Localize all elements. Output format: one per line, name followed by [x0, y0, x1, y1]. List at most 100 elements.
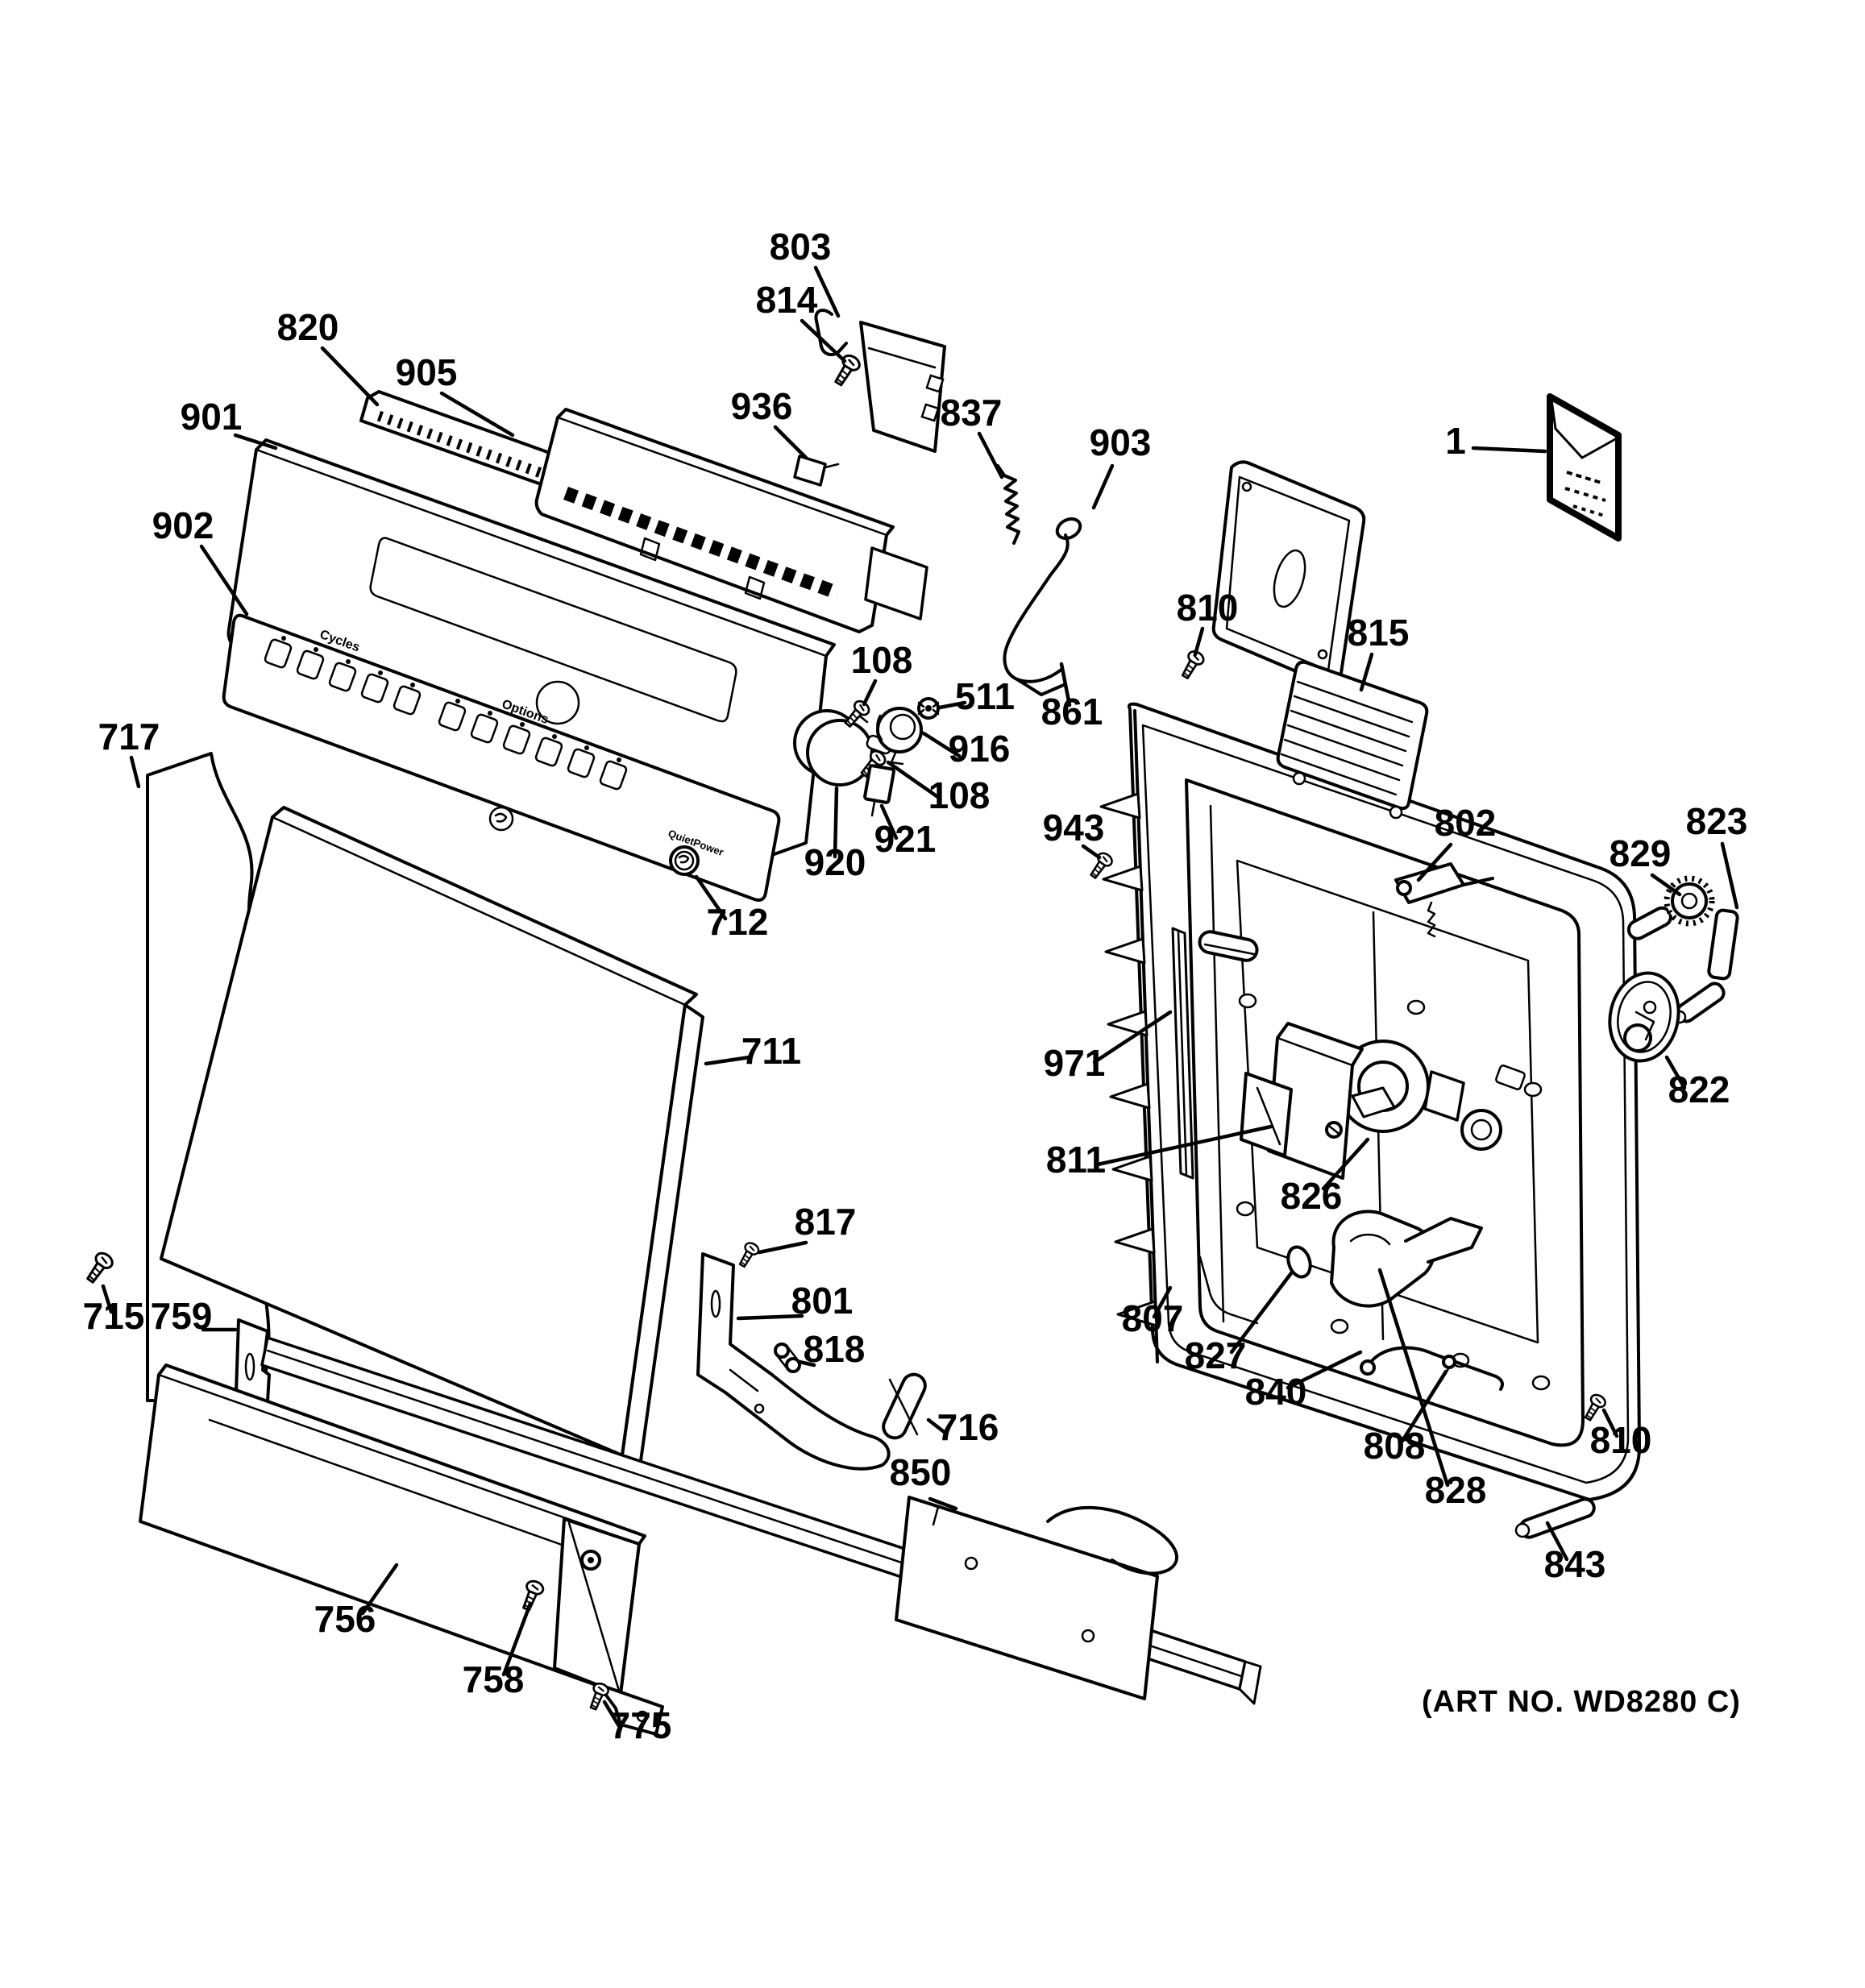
leader-716: [926, 1417, 949, 1436]
leader-802: [1416, 842, 1453, 882]
lever-823: [1672, 908, 1739, 1024]
callout-802: 802: [1435, 802, 1497, 844]
screw-810-top-icon: [1177, 647, 1207, 683]
clip-818: [774, 1343, 801, 1373]
callout-840: 840: [1245, 1371, 1307, 1413]
leader-108-top: [862, 679, 878, 707]
leader-828: [1377, 1268, 1450, 1488]
callout-828: 828: [1425, 1469, 1487, 1511]
leader-717: [129, 755, 141, 789]
door-latch-802: [1394, 862, 1494, 938]
leader-902: [199, 544, 249, 616]
callout-827: 827: [1185, 1334, 1247, 1376]
callout-829: 829: [1610, 832, 1672, 874]
leader-850: [928, 1496, 958, 1511]
switch-936: [793, 454, 840, 487]
callout-758: 758: [463, 1658, 525, 1700]
latch-keeper-828: [1330, 1210, 1483, 1308]
cover-plate-903: [1211, 460, 1366, 688]
callout-1: 1: [1445, 420, 1466, 462]
callout-817: 817: [795, 1201, 857, 1243]
callout-803: 803: [770, 226, 832, 268]
leader-826: [1321, 1137, 1370, 1191]
leader-936: [773, 425, 808, 460]
callout-861: 861: [1041, 691, 1103, 733]
callout-943: 943: [1043, 807, 1105, 849]
leader-921: [879, 803, 899, 840]
vent-grille-815: [1276, 660, 1429, 820]
leader-715: [101, 1284, 114, 1314]
control-module-905: [534, 408, 928, 633]
control-panel-902: Cycles Options QuietPower: [222, 613, 781, 902]
callout-756: 756: [314, 1598, 376, 1640]
wire-link-840: [1360, 1346, 1504, 1391]
door-front-panel-711: [160, 806, 704, 1468]
callout-715: 715: [83, 1295, 145, 1337]
leader-756: [360, 1563, 399, 1616]
callout-711: 711: [741, 1030, 801, 1072]
spring-837: [996, 464, 1020, 545]
leader-822: [1664, 1055, 1687, 1090]
callout-903: 903: [1090, 421, 1152, 463]
envelope-part: [1547, 393, 1622, 542]
bumper-716: [882, 1372, 927, 1440]
leader-920: [833, 786, 839, 859]
cycles-buttons: [264, 636, 422, 716]
callout-717: 717: [98, 716, 160, 757]
leader-511: [937, 700, 967, 710]
leader-815: [1359, 652, 1374, 692]
callout-920: 920: [804, 841, 866, 883]
leader-807: [1152, 1285, 1173, 1319]
ge-emblem-712: [669, 845, 700, 876]
access-panel-756: [139, 1363, 664, 1736]
leader-916: [921, 731, 962, 758]
leader-820: [320, 346, 380, 407]
detergent-dispenser-826: [1240, 1022, 1396, 1180]
callout-905: 905: [396, 351, 458, 393]
leader-823: [1720, 841, 1739, 910]
callout-808: 808: [1364, 1425, 1426, 1467]
art-number: (ART NO. WD8280 C): [1422, 1685, 1741, 1719]
callout-902: 902: [152, 504, 214, 546]
push-nut-511: [917, 697, 940, 720]
callout-810-bottom: 810: [1590, 1419, 1652, 1461]
callout-850: 850: [890, 1451, 952, 1493]
callout-837: 837: [941, 392, 1003, 434]
interlock-switch-803: [859, 321, 946, 453]
leader-810-top: [1193, 626, 1205, 657]
wheel-822: [1608, 971, 1680, 1063]
leader-827: [1229, 1271, 1294, 1355]
leader-lines: [101, 265, 1739, 1729]
leader-829: [1650, 873, 1682, 897]
leader-108-bottom: [886, 760, 941, 800]
callout-921: 921: [874, 818, 937, 860]
leader-843: [1545, 1521, 1569, 1562]
link-rod-861: [1003, 517, 1082, 696]
leader-758: [501, 1601, 533, 1677]
callout-820: 820: [277, 306, 339, 348]
leader-837: [977, 431, 1004, 479]
leader-810-bottom: [1601, 1408, 1619, 1438]
callout-712: 712: [707, 901, 769, 943]
leader-905: [439, 391, 515, 438]
callout-807: 807: [1122, 1297, 1184, 1339]
callout-971: 971: [1044, 1042, 1106, 1084]
callout-716: 716: [937, 1406, 999, 1448]
callout-801: 801: [791, 1280, 854, 1322]
callout-811: 811: [1046, 1139, 1106, 1181]
leader-901: [233, 433, 278, 450]
callout-108-bottom: 108: [928, 774, 991, 816]
leader-971: [1092, 1010, 1173, 1065]
leader-1: [1471, 446, 1547, 454]
callout-108-top: 108: [851, 639, 913, 681]
splash-shield-850: [895, 1496, 1178, 1700]
callout-823: 823: [1686, 800, 1748, 842]
screw-715-icon: [81, 1248, 117, 1287]
screw-814-icon: [829, 351, 864, 390]
leader-817: [757, 1240, 808, 1255]
leader-811: [1095, 1124, 1273, 1167]
leader-818: [797, 1359, 816, 1368]
callout-775: 775: [610, 1704, 672, 1746]
callout-916: 916: [949, 728, 1011, 770]
callout-labels: 1 803 814 820 901 905 936 837 903 902 81…: [83, 226, 1748, 1746]
